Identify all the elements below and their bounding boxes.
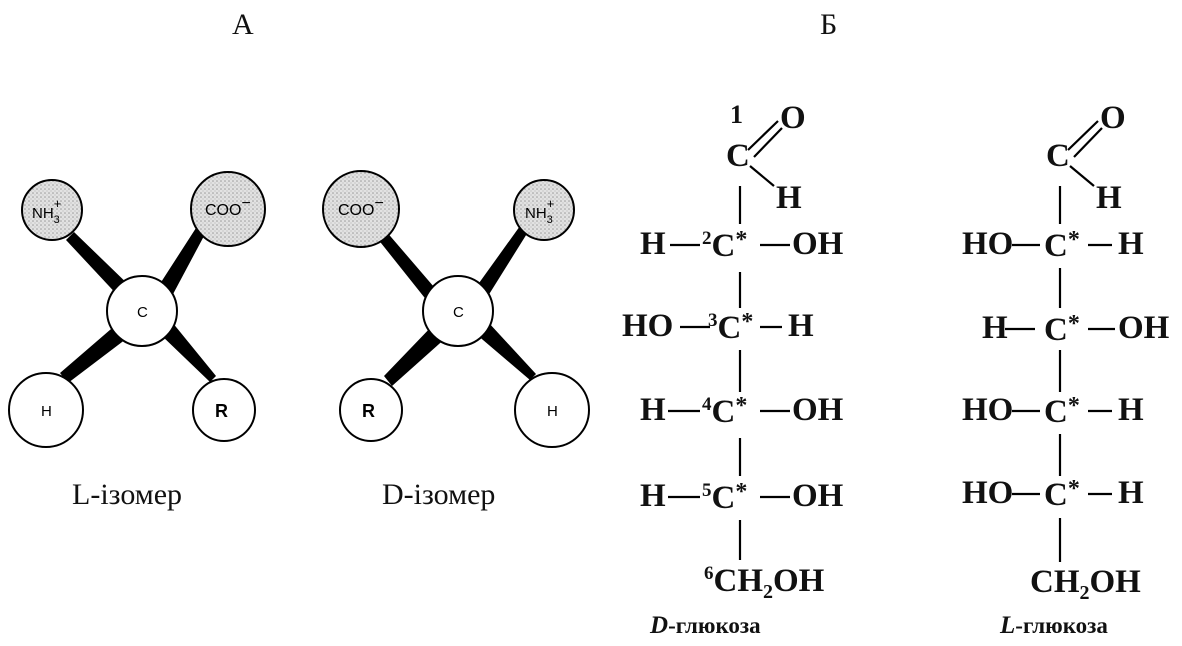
d-row2-left: HO — [622, 308, 674, 344]
atom-label-nh3-left: NH3+ — [32, 196, 61, 226]
d-aldehyde-c: C — [726, 138, 750, 174]
caption-l-glucose: L-глюкоза — [1000, 612, 1108, 639]
d-isomer-model: COO− NH3+ C R H — [322, 170, 590, 448]
atom-label-c-right: C — [453, 304, 464, 321]
atom-h-left — [8, 372, 84, 448]
l-row3-right: H — [1118, 392, 1144, 428]
l-row1-right: H — [1118, 226, 1144, 262]
d-ch2oh: 6CH2OH — [704, 563, 825, 603]
bond-h-right — [476, 322, 536, 380]
d-row2-right: H — [788, 308, 814, 344]
caption-d-isomer: D-ізомер — [382, 478, 496, 511]
caption-d-glucose: D-глюкоза — [650, 612, 761, 639]
l-isomer-model: NH3+ COO− C H R — [8, 171, 266, 448]
d-carbon-number-1: 1 — [730, 100, 743, 129]
panel-label-a: А — [232, 8, 254, 41]
l-ch2oh: CH2OH — [1030, 564, 1141, 604]
d-row1-left: H — [640, 226, 666, 262]
atom-nh3-left — [21, 179, 83, 241]
d-row3-carbon: 4C* — [702, 393, 748, 430]
atom-label-c-left: C — [137, 304, 148, 321]
l-glucose-bonds — [1005, 120, 1115, 562]
l-aldehyde-double-bond-2 — [1073, 127, 1103, 158]
atom-nh3-right — [513, 179, 575, 241]
l-row4-left: HO — [962, 475, 1014, 511]
d-aldehyde-h-bond — [749, 165, 775, 187]
atom-label-r-right: R — [362, 401, 375, 421]
atom-r-left — [192, 378, 256, 442]
d-row3-right: OH — [792, 392, 844, 428]
l-row4-right: H — [1118, 475, 1144, 511]
d-row4-right: OH — [792, 478, 844, 514]
d-aldehyde-double-bond-1 — [747, 120, 779, 151]
atom-coo-right — [322, 170, 400, 248]
bond-h-left — [60, 323, 130, 383]
d-aldehyde-o: O — [780, 100, 806, 136]
l-aldehyde-h: H — [1096, 180, 1122, 216]
l-aldehyde-o: O — [1100, 100, 1126, 136]
l-row4-carbon: C* — [1044, 476, 1080, 513]
atom-label-coo-left: COO− — [205, 195, 251, 219]
d-aldehyde-h: H — [776, 180, 802, 216]
l-row2-right: OH — [1118, 310, 1170, 346]
bond-r-left — [160, 322, 216, 382]
atom-label-nh3-right: NH3+ — [525, 196, 554, 226]
atom-label-r-left: R — [215, 401, 228, 421]
atom-label-coo-right: COO− — [338, 195, 384, 219]
d-row4-carbon: 5C* — [702, 479, 748, 516]
d-row4-left: H — [640, 478, 666, 514]
d-row3-left: H — [640, 392, 666, 428]
d-row2-carbon: 3C* — [708, 309, 754, 346]
bond-r-right — [384, 324, 448, 386]
bond-coo-right — [377, 230, 440, 302]
panel-label-b: Б — [820, 8, 838, 41]
l-aldehyde-h-bond — [1069, 165, 1095, 187]
bond-nh3-left — [66, 232, 134, 300]
atom-c-right — [422, 275, 494, 347]
atom-coo-left — [190, 171, 266, 247]
l-aldehyde-double-bond-1 — [1067, 120, 1099, 151]
atom-h-right — [514, 372, 590, 448]
bond-coo-left — [156, 228, 204, 296]
l-row3-left: HO — [962, 392, 1014, 428]
d-glucose-bonds — [668, 120, 790, 560]
l-row3-carbon: C* — [1044, 393, 1080, 430]
l-aldehyde-c: C — [1046, 138, 1070, 174]
d-row1-carbon: 2C* — [702, 227, 748, 264]
l-row1-carbon: C* — [1044, 227, 1080, 264]
caption-l-isomer: L-ізомер — [72, 478, 183, 511]
atom-label-h-left: H — [41, 403, 52, 420]
atom-label-h-right: H — [547, 403, 558, 420]
bond-nh3-right — [474, 226, 528, 296]
atom-c-left — [106, 275, 178, 347]
d-row1-right: OH — [792, 226, 844, 262]
l-row1-left: HO — [962, 226, 1014, 262]
l-row2-carbon: C* — [1044, 311, 1080, 348]
l-row2-left: H — [982, 310, 1008, 346]
d-aldehyde-double-bond-2 — [753, 127, 783, 158]
atom-r-right — [339, 378, 403, 442]
